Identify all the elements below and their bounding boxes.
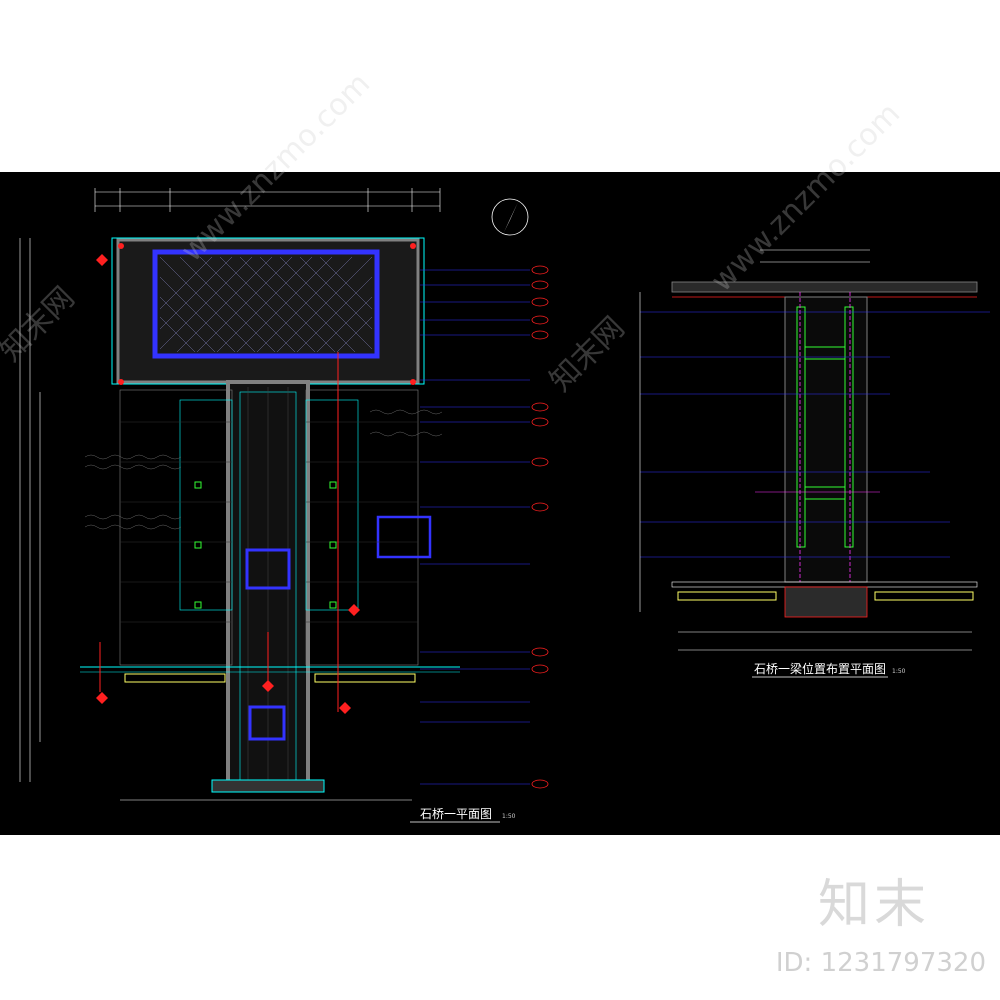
stone-bridge-plan: 石桥一平面图 1:50 bbox=[19, 188, 549, 823]
beam-scale: 1:50 bbox=[892, 668, 906, 675]
beam-layout-plan: 石桥一梁位置布置平面图 1:50 bbox=[639, 249, 990, 678]
plan-scale: 1:50 bbox=[502, 813, 516, 820]
cad-drawing: 石桥一平面图 1:50 石桥一梁位置布置平面图 1:50 bbox=[19, 188, 990, 823]
image-id: ID: 1231797320 bbox=[775, 948, 986, 978]
cad-drawing-canvas: 石桥一平面图 1:50 石桥一梁位置布置平面图 1:50 bbox=[0, 172, 1000, 835]
site-logo: 知末 bbox=[817, 875, 930, 935]
beam-title: 石桥一梁位置布置平面图 bbox=[754, 661, 886, 676]
plan-title: 石桥一平面图 bbox=[420, 807, 492, 821]
